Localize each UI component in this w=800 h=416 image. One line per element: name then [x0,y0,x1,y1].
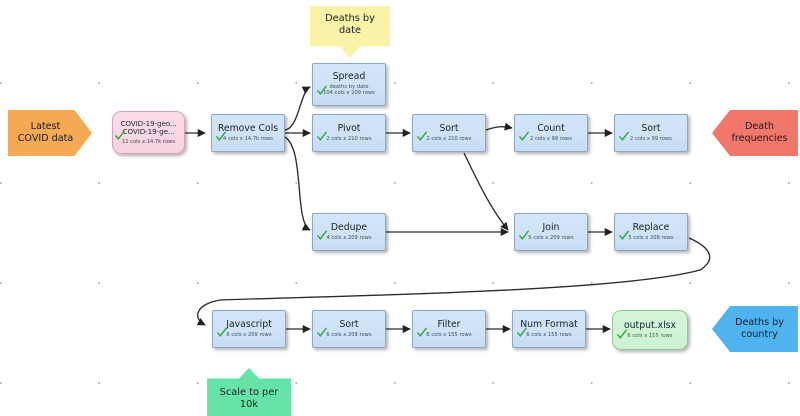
banner-latest-covid-data[interactable]: Latest COVID data [8,110,92,156]
node-stats: 5 cols x 209 rows [528,234,574,241]
banner-label-line2: COVID data [17,133,74,144]
note-label-line2: date [338,25,362,36]
node-stats: 2 cols x 210 rows [426,135,472,142]
node-title: output.xlsx [623,319,677,331]
node-title: Dedupe [330,221,368,233]
check-icon [619,131,629,141]
node-output-xlsx[interactable]: output.xlsx 6 cols x 155 rows [612,310,688,350]
node-spread[interactable]: Spread deaths by date 104 cols x 209 row… [312,63,386,106]
note-deaths-by-date[interactable]: Deaths by date [310,6,390,58]
banner-deaths-by-country-label: Deaths by country [726,317,784,340]
check-icon [519,131,529,141]
source-filename-line2: COVID-19-ge... [122,127,175,137]
node-title: Javascript [226,318,272,330]
banner-label-line1: Deaths by [735,317,784,329]
node-stats: 2 cols x 99 rows [630,135,672,142]
node-title: Join [542,221,560,233]
node-subtitle: deaths by date [329,83,369,90]
node-title: Sort [339,318,359,330]
node-title: Replace [632,221,670,233]
banner-label-line2: country [741,329,778,340]
edge-sort1-join [463,152,509,231]
node-stats: 6 cols x 155 rows [526,331,572,338]
edge-removecols-spread [284,86,311,131]
note-label-line1: Deaths by [325,12,375,24]
node-pivot[interactable]: Pivot 2 cols x 210 rows [312,114,386,152]
node-sort-2[interactable]: Sort 2 cols x 99 rows [614,114,688,152]
node-title: Sort [439,122,459,134]
note-scale-to-per-10k-label: Scale to per 10k [220,373,279,411]
node-stats: 6 cols x 209 rows [226,331,272,338]
node-title: Num Format [520,318,578,330]
node-dedupe[interactable]: Dedupe 4 cols x 209 rows [312,213,386,251]
node-count[interactable]: Count 2 cols x 99 rows [514,114,588,152]
node-sort-3[interactable]: Sort 6 cols x 209 rows [312,310,386,348]
node-title: Filter [437,318,461,330]
node-title: Pivot [337,122,361,134]
node-replace[interactable]: Replace 5 cols x 209 rows [614,213,688,251]
node-stats: 4 cols x 209 rows [326,234,372,241]
node-stats: 6 cols x 209 rows [326,331,372,338]
banner-death-frequencies-label: Death frequencies [722,121,787,144]
node-num-format[interactable]: Num Format 6 cols x 155 rows [512,310,586,348]
node-stats: 5 cols x 209 rows [628,234,674,241]
node-stats: 6 cols x 155 rows [627,332,673,339]
node-stats: 6 cols x 155 rows [426,331,472,338]
node-javascript[interactable]: Javascript 6 cols x 209 rows [212,310,286,348]
source-filename-line1: COVID-19-geo... [120,118,177,128]
node-join[interactable]: Join 5 cols x 209 rows [514,213,588,251]
node-stats: 104 cols x 209 rows [323,90,375,97]
banner-label-line1: Latest [30,121,61,133]
node-stats: 4 cols x 14.7k rows [223,135,273,142]
note-label-line1: Scale to per [219,386,279,398]
node-sort-1[interactable]: Sort 2 cols x 210 rows [412,114,486,152]
note-label-line2: 10k [239,399,259,410]
node-stats: 2 cols x 210 rows [326,135,372,142]
node-title: Remove Cols [217,122,279,134]
note-scale-to-per-10k[interactable]: Scale to per 10k [207,368,291,416]
banner-latest-covid-data-label: Latest COVID data [18,121,83,144]
source-stats: 11 cols x 14.7k rows [121,138,176,145]
node-title: Spread [332,70,366,82]
node-title: Sort [641,122,661,134]
node-title: Count [537,122,565,134]
node-covid-source[interactable]: COVID-19-geo... COVID-19-ge... 11 cols x… [112,109,187,154]
node-filter[interactable]: Filter 6 cols x 155 rows [412,310,486,348]
edge-sort1-count [485,122,513,131]
banner-label-line1: Death [744,121,774,133]
edge-removecols-dedupe [284,136,311,231]
banner-death-frequencies[interactable]: Death frequencies [712,110,798,156]
banner-deaths-by-country[interactable]: Deaths by country [712,306,798,352]
note-deaths-by-date-label: Deaths by date [325,13,375,51]
banner-label-line2: frequencies [731,133,788,144]
node-remove-cols[interactable]: Remove Cols 4 cols x 14.7k rows [211,114,285,152]
node-stats: 2 cols x 99 rows [530,135,572,142]
